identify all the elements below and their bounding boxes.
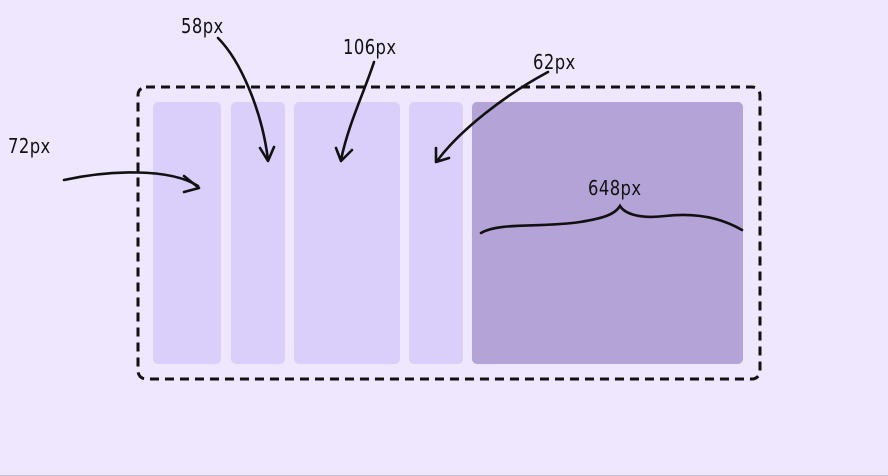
arrow-106-shaft [339, 60, 376, 162]
grid-column-648 [472, 102, 743, 364]
arrow-62-head [434, 146, 451, 164]
dashed-container-outline [136, 85, 762, 381]
arrow-72-shaft [62, 171, 200, 188]
label-106px: 106px [343, 35, 397, 59]
arrow-58-shaft [216, 36, 270, 162]
grid-column-106 [294, 102, 400, 364]
arrow-58-head [258, 145, 276, 163]
label-58px: 58px [181, 14, 224, 38]
arrow-72-head [182, 174, 201, 194]
label-648px: 648px [588, 176, 642, 200]
label-72px: 72px [8, 134, 51, 158]
grid-column-62 [409, 102, 463, 364]
grid-column-72 [153, 102, 221, 364]
arrow-106-head [334, 146, 354, 163]
arrow-62-shaft [435, 70, 550, 163]
label-62px: 62px [533, 50, 576, 74]
brace-648 [479, 203, 744, 235]
grid-column-58 [231, 102, 285, 364]
